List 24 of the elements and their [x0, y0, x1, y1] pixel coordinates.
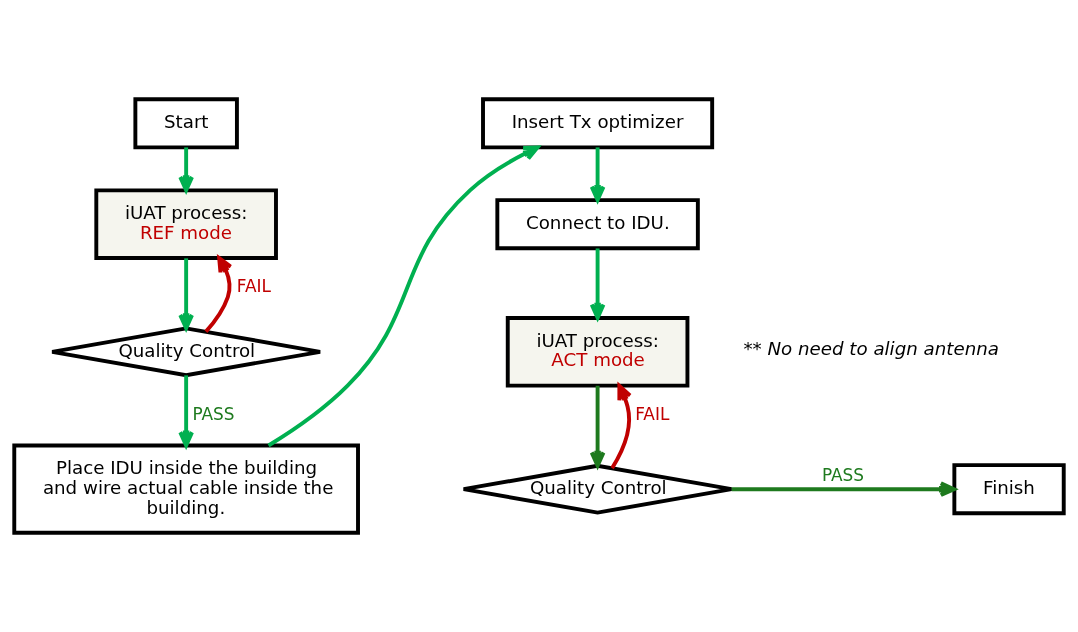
arrow: [267, 145, 540, 448]
arrow: [610, 383, 632, 470]
arrow: [178, 258, 194, 331]
node-box: Finish: [952, 463, 1066, 516]
node-box: iUAT process: REF mode: [94, 188, 278, 260]
node-box: Place IDU inside the building and wire actual cable inside the building.: [12, 443, 360, 535]
edge-label: FAIL: [236, 276, 271, 297]
edge-label: FAIL: [635, 404, 670, 425]
arrow: [731, 481, 956, 497]
arrow: [204, 256, 233, 333]
node-box: Start: [133, 97, 239, 150]
node-box: Connect to IDU.: [495, 198, 700, 251]
arrow: [589, 147, 606, 202]
node-diamond: Quality Control: [461, 463, 734, 515]
arrow: [178, 375, 194, 448]
edge-label: PASS: [192, 404, 235, 425]
arrow: [589, 385, 606, 468]
node-box: iUAT process: ACT mode: [505, 316, 690, 388]
node-box: Insert Tx optimizer: [481, 97, 715, 150]
arrow: [178, 147, 194, 193]
node-diamond: Quality Control: [50, 326, 323, 378]
arrow: [589, 248, 606, 320]
edge-label: PASS: [821, 464, 865, 485]
node-label: ** No need to align antenna: [743, 338, 999, 360]
